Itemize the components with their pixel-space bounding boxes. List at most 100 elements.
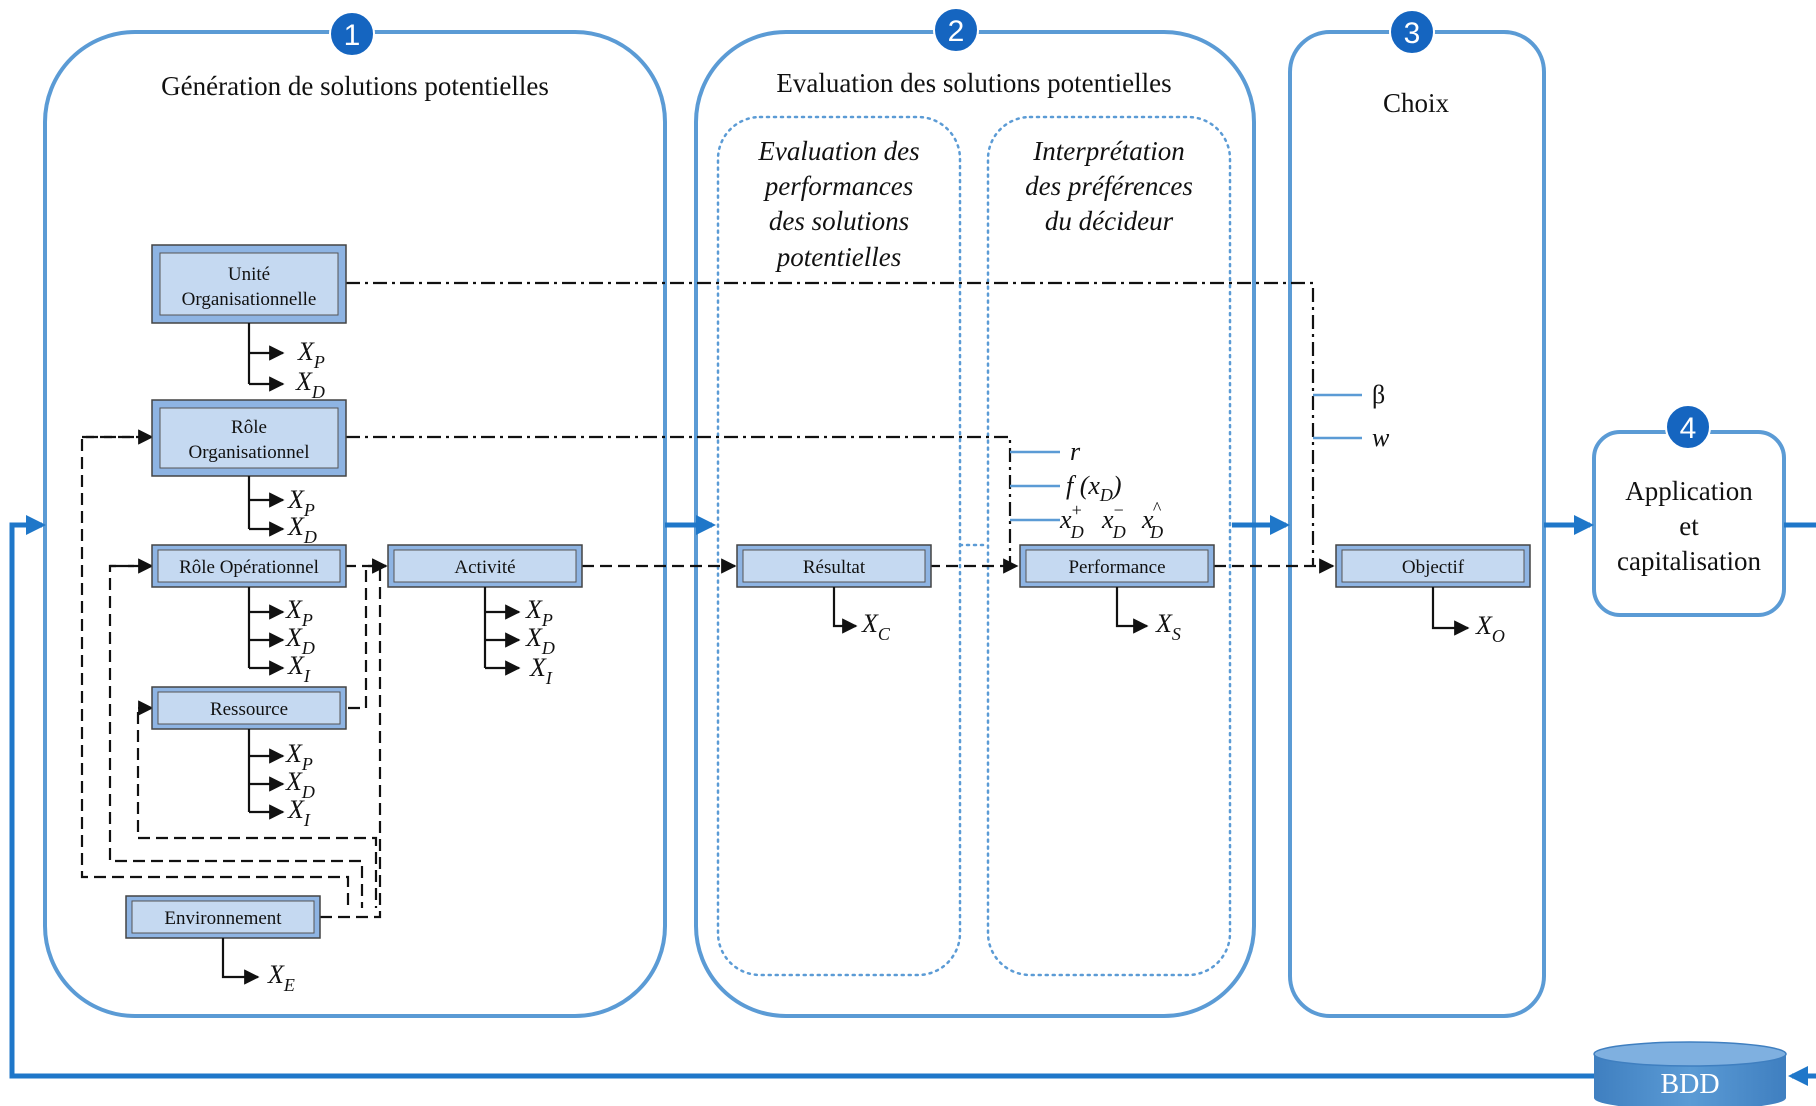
svg-text:Interprétation: Interprétation	[1032, 136, 1184, 166]
svg-text:XI: XI	[287, 795, 311, 830]
svg-text:performances: performances	[763, 171, 913, 201]
svg-text:capitalisation: capitalisation	[1617, 546, 1761, 576]
svg-text:Activité: Activité	[454, 557, 515, 578]
var-performance-xs: XS	[1155, 609, 1181, 644]
svg-text:XD: XD	[285, 767, 315, 802]
var-f-xd: f (xD)	[1066, 471, 1122, 505]
svg-text:XO: XO	[1475, 611, 1505, 646]
generation-frame	[43, 30, 667, 1018]
svg-text:1: 1	[344, 19, 361, 52]
var-activite-xp: XP	[525, 595, 553, 630]
var-objectif-xo: XO	[1475, 611, 1505, 646]
badge-2: 2	[933, 7, 979, 53]
var-unite-xd: XD	[295, 367, 325, 402]
performance-eval-title: Evaluation des performances des solution…	[757, 136, 919, 272]
svg-text:2: 2	[948, 15, 965, 48]
role-organisationnel-box: Rôle Organisationnel	[151, 399, 347, 477]
performance-box: Performance	[1019, 544, 1215, 588]
var-roleop-xi: XI	[287, 651, 311, 686]
var-unite-xp: XP	[297, 337, 325, 372]
var-ressource-xp: XP	[285, 739, 313, 774]
svg-text:potentielles: potentielles	[775, 242, 901, 272]
badge-4: 4	[1665, 404, 1711, 450]
svg-text:XI: XI	[529, 653, 553, 688]
svg-text:XP: XP	[285, 739, 313, 774]
svg-text:XE: XE	[267, 960, 295, 995]
svg-text:Unité: Unité	[228, 264, 270, 285]
badge-3: 3	[1389, 9, 1435, 55]
svg-text:Environnement: Environnement	[164, 908, 282, 929]
svg-text:Rôle Opérationnel: Rôle Opérationnel	[179, 557, 319, 578]
objectif-xo-arrow	[1431, 587, 1470, 636]
svg-text:XP: XP	[285, 595, 313, 630]
var-ressource-xd: XD	[285, 767, 315, 802]
svg-text:XD: XD	[287, 512, 317, 547]
resultat-xc-arrow	[832, 587, 858, 634]
objectif-box: Objectif	[1335, 544, 1531, 588]
generation-title: Génération de solutions potentielles	[161, 71, 549, 101]
var-roleorg-xd: XD	[287, 512, 317, 547]
svg-text:XP: XP	[525, 595, 553, 630]
preferences-title: Interprétation des préférences du décide…	[1025, 136, 1193, 236]
svg-text:des préférences: des préférences	[1025, 171, 1193, 201]
choice-title: Choix	[1383, 88, 1450, 118]
var-roleop-xd: XD	[285, 623, 315, 658]
activite-box: Activité	[387, 544, 583, 588]
svg-text:f (xD): f (xD)	[1066, 471, 1122, 505]
bdd-label: BDD	[1660, 1069, 1719, 1100]
svg-text:XS: XS	[1155, 609, 1181, 644]
bdd-database-icon: BDD	[1593, 1041, 1787, 1106]
badge-1: 1	[329, 11, 375, 57]
ressource-activite-link	[348, 558, 388, 710]
var-ressource-xi: XI	[287, 795, 311, 830]
resultat-box: Résultat	[736, 544, 932, 588]
svg-text:XP: XP	[297, 337, 325, 372]
svg-text:XI: XI	[287, 651, 311, 686]
svg-text:4: 4	[1680, 412, 1697, 445]
var-roleorg-xp: XP	[287, 485, 315, 520]
svg-text:XD: XD	[295, 367, 325, 402]
choice-frame	[1288, 30, 1546, 1018]
var-env-xe: XE	[267, 960, 295, 995]
ressource-box: Ressource	[151, 686, 347, 730]
roleorg-performance-link	[346, 435, 1012, 566]
svg-text:XD: XD	[525, 623, 555, 658]
svg-text:XD: XD	[285, 623, 315, 658]
env-xe-arrow	[221, 938, 260, 985]
var-x-bounds: x+D x−D x^D	[1059, 498, 1163, 542]
var-roleop-xp: XP	[285, 595, 313, 630]
svg-text:Organisationnelle: Organisationnelle	[182, 289, 317, 310]
environnement-box: Environnement	[125, 895, 321, 939]
svg-text:Objectif: Objectif	[1402, 557, 1465, 578]
var-resultat-xc: XC	[861, 609, 891, 644]
svg-text:Evaluation des: Evaluation des	[757, 136, 919, 166]
feedback-loop	[9, 515, 1596, 1079]
unite-organisationnelle-box: Unité Organisationnelle	[151, 244, 347, 324]
role-operationnel-box: Rôle Opérationnel	[151, 544, 347, 588]
performance-xs-arrow	[1115, 587, 1149, 634]
svg-text:Rôle: Rôle	[231, 417, 267, 438]
env-roleop-loop	[108, 564, 364, 908]
evaluation-title: Evaluation des solutions potentielles	[776, 68, 1171, 98]
svg-text:des solutions: des solutions	[769, 206, 909, 236]
var-w: w	[1372, 423, 1390, 452]
var-activite-xi: XI	[529, 653, 553, 688]
svg-text:x−D: x−D	[1101, 500, 1126, 542]
preferences-subframe	[986, 115, 1232, 977]
var-r: r	[1070, 437, 1081, 466]
svg-text:Performance: Performance	[1068, 557, 1165, 578]
svg-text:x+D: x+D	[1059, 500, 1084, 542]
svg-text:Ressource: Ressource	[210, 699, 288, 720]
svg-text:3: 3	[1404, 17, 1421, 50]
var-beta: β	[1372, 380, 1385, 409]
svg-text:Application: Application	[1625, 476, 1753, 506]
svg-text:x^D: x^D	[1141, 498, 1163, 542]
svg-text:XC: XC	[861, 609, 891, 644]
unite-objectif-link	[346, 281, 1315, 566]
var-activite-xd: XD	[525, 623, 555, 658]
application-label: Application et capitalisation	[1617, 476, 1761, 576]
svg-text:XP: XP	[287, 485, 315, 520]
svg-text:Résultat: Résultat	[803, 557, 866, 578]
svg-text:du décideur: du décideur	[1045, 206, 1174, 236]
